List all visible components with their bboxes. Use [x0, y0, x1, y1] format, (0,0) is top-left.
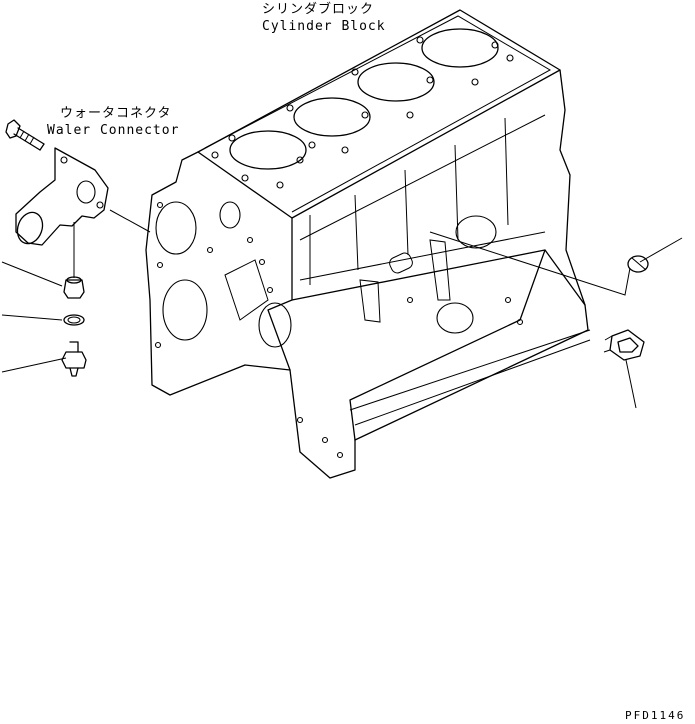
temperature-switch — [61, 341, 87, 377]
oil-pressure-switch — [603, 329, 645, 361]
sensor-plug — [63, 222, 85, 299]
cylinder-block — [145, 9, 591, 479]
face-holes — [154, 201, 524, 459]
gasket-washer — [63, 314, 85, 326]
deck-bolt-holes — [211, 36, 514, 189]
water-connector-label-jp: ウォータコネクタ — [60, 106, 172, 121]
water-connector — [15, 147, 109, 246]
cylinder-block-label-jp: シリンダブロック — [262, 2, 375, 17]
cylinder-bore-2 — [293, 97, 371, 137]
drawing-reference-number: PFD1146 — [625, 709, 686, 722]
cylinder-bore-3 — [357, 62, 435, 102]
cylinder-bore-4 — [421, 28, 499, 68]
water-connector-label-en: Waler Connector — [47, 123, 180, 138]
cylinder-bore-1 — [229, 130, 307, 170]
cylinder-bores — [229, 28, 499, 170]
plug-right — [627, 255, 649, 273]
leader-lines — [1, 209, 683, 409]
cylinder-block-label-en: Cylinder Block — [262, 19, 386, 34]
water-connector-bolt — [5, 119, 45, 151]
